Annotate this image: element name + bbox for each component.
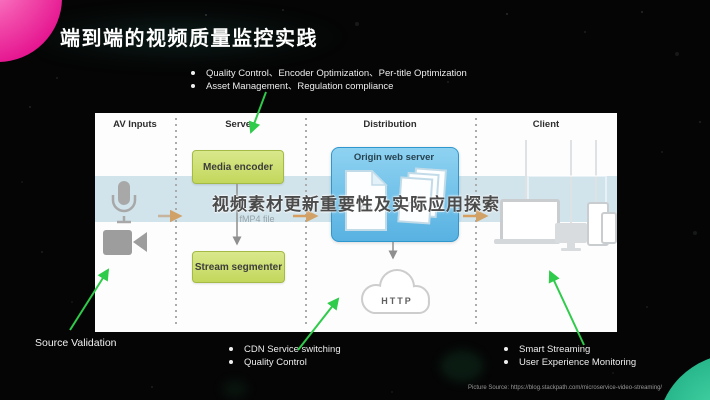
microphone-icon	[111, 181, 137, 224]
video-camera-icon	[103, 230, 147, 255]
column-divider	[305, 118, 307, 328]
bullet-dot-icon	[229, 360, 233, 364]
title-glow-decoration	[38, 6, 348, 68]
bottom-center-bullet-list: CDN Service switching Quality Control	[229, 343, 341, 369]
top-bullet-list: Quality Control、Encoder Optimization、Per…	[191, 67, 467, 93]
media-encoder-node: Media encoder	[192, 150, 284, 184]
bullet-label: User Experience Monitoring	[519, 357, 637, 368]
http-label: HTTP	[381, 296, 413, 306]
device-connector-line	[525, 140, 527, 200]
file-icon	[345, 170, 388, 231]
teal-circle-decoration	[657, 354, 710, 400]
list-item: Quality Control、Encoder Optimization、Per…	[191, 67, 467, 80]
overlay-caption: 视频素材更新重要性及实际应用探索	[212, 195, 500, 214]
list-item: Quality Control	[229, 356, 341, 369]
bottom-right-bullet-list: Smart Streaming User Experience Monitori…	[504, 343, 636, 369]
architecture-diagram: AV Inputs Server Distribution Client Med…	[95, 113, 617, 332]
device-connector-line	[595, 140, 597, 203]
green-glow-decoration	[222, 380, 248, 398]
bullet-label: Quality Control、Encoder Optimization、Per…	[206, 68, 467, 79]
column-header-client: Client	[532, 119, 560, 130]
column-divider	[475, 118, 477, 328]
file-stack-icon	[397, 167, 447, 225]
laptop-icon	[500, 199, 560, 243]
bullet-label: Smart Streaming	[519, 344, 591, 355]
list-item: Smart Streaming	[504, 343, 636, 356]
bullet-label: Asset Management、Regulation compliance	[206, 81, 394, 92]
device-connector-line	[570, 140, 572, 224]
column-header-av-inputs: AV Inputs	[113, 119, 157, 130]
monitor-base	[561, 248, 581, 251]
slide-title: 端到端的视频质量监控实践	[60, 28, 318, 50]
bullet-dot-icon	[229, 347, 233, 351]
stream-segmenter-node: Stream segmenter	[192, 251, 285, 283]
phone-icon	[601, 212, 617, 244]
monitor-stand	[567, 243, 575, 248]
bullet-dot-icon	[504, 360, 508, 364]
list-item: Asset Management、Regulation compliance	[191, 80, 467, 93]
list-item: User Experience Monitoring	[504, 356, 636, 369]
bullet-dot-icon	[191, 84, 195, 88]
cloud-icon	[361, 269, 430, 314]
picture-source-credit: Picture Source: https://blog.stackpath.c…	[468, 385, 663, 391]
laptop-base	[494, 239, 560, 244]
bullet-label: CDN Service switching	[244, 344, 341, 355]
file-icon-label: file	[360, 203, 372, 213]
bullet-dot-icon	[191, 71, 195, 75]
green-glow-decoration	[440, 350, 484, 382]
source-validation-label: Source Validation	[35, 337, 117, 349]
bullet-dot-icon	[504, 347, 508, 351]
column-divider	[175, 118, 177, 328]
bullet-label: Quality Control	[244, 357, 307, 368]
column-header-distribution: Distribution	[363, 119, 417, 130]
list-item: CDN Service switching	[229, 343, 341, 356]
monitor-icon	[555, 223, 587, 243]
fmp4-file-label: fMP4 file	[239, 214, 275, 224]
origin-web-server-label: Origin web server	[353, 152, 435, 163]
column-header-server: Server	[225, 119, 255, 130]
